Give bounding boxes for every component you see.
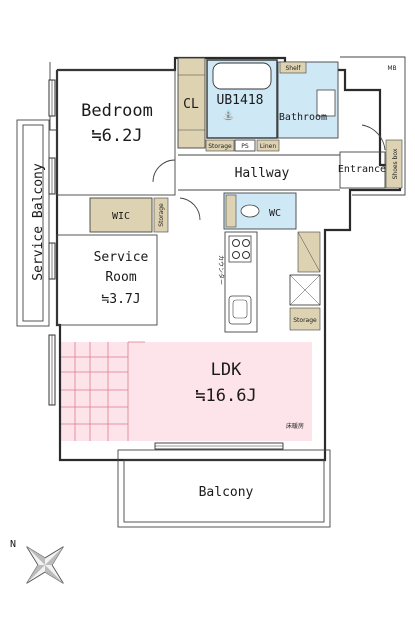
closet-label: CL [183,97,199,112]
linen-label: Linen [260,143,277,150]
wc: WC [223,192,297,230]
counter-label: カウンター [217,255,225,285]
hallway: Hallway [178,154,340,191]
service-balcony: Service Balcony [16,119,50,327]
closet: CL [177,57,206,149]
bath-unit: UB1418 ⛲ [206,59,278,139]
west-windows [48,79,56,406]
balcony-label: Balcony [199,485,254,500]
storage-label-wic: Storage [158,203,165,227]
service-room-area: ≒3.7J [101,292,140,307]
shower-icon: ⛲ [222,108,234,121]
service-room-name-line1: Service [94,250,149,265]
bathroom-label: Bathroom [279,112,327,123]
kitchen: カウンター Storage [217,231,321,333]
entrance: Entrance Shoes box MB [338,65,403,189]
service-room: Service Room ≒3.7J [56,234,158,326]
compass-north-label: N [10,539,16,550]
compass-star-icon [26,546,64,584]
storage-label-top: Storage [208,143,232,150]
floor-heating-area [60,341,312,441]
ps-label: PS [241,143,249,150]
balcony: Balcony [117,449,331,528]
bedroom: Bedroom ≒6.2J [56,69,176,196]
wic-label: WIC [112,211,130,222]
utility-strip: Storage PS Linen [205,139,280,152]
ldk: LDK ≒16.6J 床暖房 [195,360,304,430]
hallway-label: Hallway [235,166,290,181]
ldk-name: LDK [211,360,242,380]
bathroom: Shelf Bathroom [277,61,339,139]
shelf-label: Shelf [285,65,301,72]
entrance-label: Entrance [338,164,386,175]
shoes-box-label: Shoes box [392,148,399,179]
service-balcony-label: Service Balcony [31,163,46,281]
bedroom-area: ≒6.2J [91,126,142,146]
service-room-name-line2: Room [105,270,136,285]
floor-heating-label: 床暖房 [286,422,304,430]
bath-unit-label: UB1418 [217,93,264,108]
bedroom-name: Bedroom [81,101,153,121]
wc-label: WC [269,208,281,219]
walk-in-closet: WIC Storage [89,197,201,233]
storage-label-kitchen: Storage [293,317,317,324]
floor-heating-grid [60,341,145,441]
ldk-area: ≒16.6J [195,386,256,406]
meter-box-label: MB [387,65,396,72]
balcony-window [154,442,284,450]
